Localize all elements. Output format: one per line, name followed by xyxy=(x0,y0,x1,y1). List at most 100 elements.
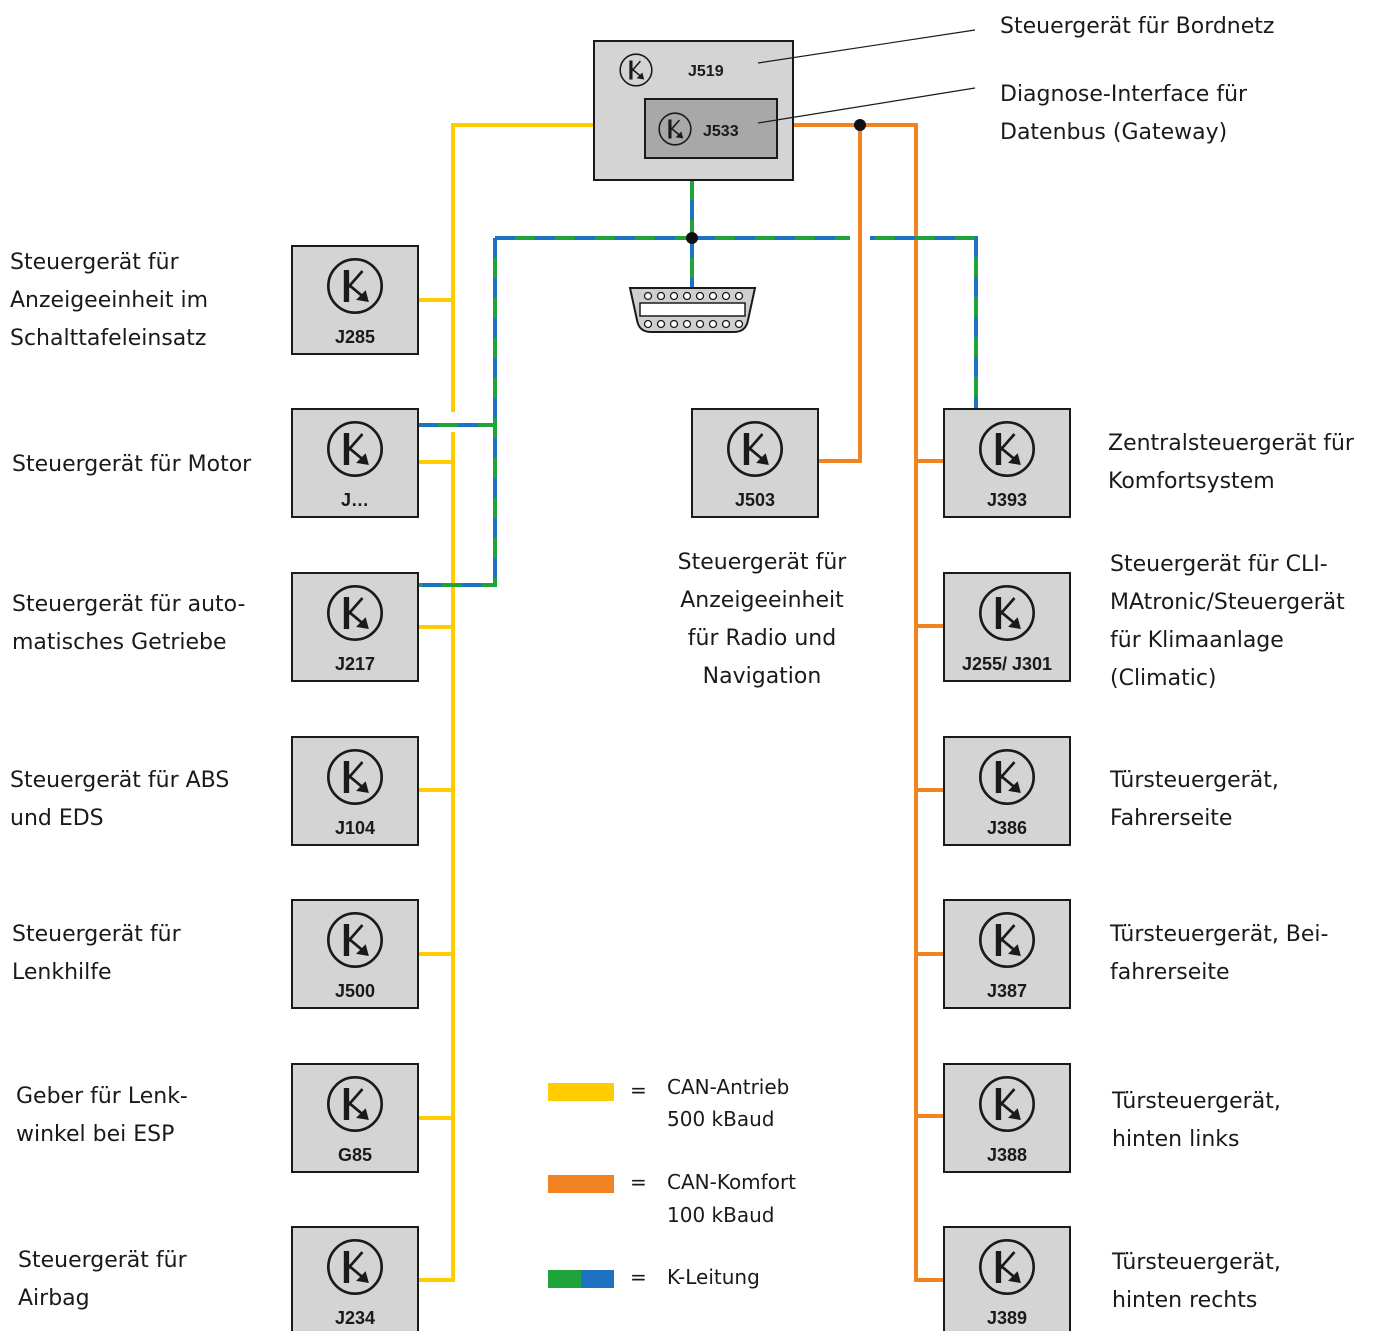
label-jmotor: Steuergerät für Motor xyxy=(12,446,251,484)
label-line: matisches Getriebe xyxy=(12,630,227,655)
k-leitung-bus-blue xyxy=(495,236,978,408)
label-line: Steuergerät für xyxy=(18,1248,187,1273)
unit-box xyxy=(291,899,419,1009)
unit-code: J387 xyxy=(987,981,1027,1001)
unit-box xyxy=(943,1063,1071,1173)
label-line: Steuergerät für ABS xyxy=(10,768,230,793)
label-line: Airbag xyxy=(18,1286,90,1311)
unit-code: J533 xyxy=(703,123,739,140)
label-line: Anzeigeeinheit xyxy=(680,588,844,613)
legend-label-k-leitung: K-Leitung xyxy=(667,1265,760,1289)
unit-j389: J389 xyxy=(943,1226,1071,1331)
unit-j388: J388 xyxy=(943,1063,1071,1173)
label-line: Türsteuergerät, xyxy=(1112,1250,1281,1275)
unit-box xyxy=(943,1226,1071,1331)
unit-box xyxy=(291,736,419,846)
label-line: Komfortsystem xyxy=(1108,469,1275,494)
legend-eq: = xyxy=(630,1265,647,1289)
unit-j393: J393 xyxy=(943,408,1071,518)
unit-j387: J387 xyxy=(943,899,1071,1009)
label-line: Türsteuergerät, Bei- xyxy=(1110,922,1329,947)
unit-box xyxy=(644,98,778,159)
can-antrieb-trunk-lower xyxy=(418,432,455,1282)
unit-code: J104 xyxy=(335,818,375,838)
label-line: Steuergerät für xyxy=(12,922,181,947)
label-line: Türsteuergerät, xyxy=(1112,1089,1281,1114)
label-line: hinten links xyxy=(1112,1127,1240,1152)
unit-code: J500 xyxy=(335,981,375,1001)
k-leitung-left-blue xyxy=(418,238,497,587)
unit-code: J217 xyxy=(335,654,375,674)
unit-code: J393 xyxy=(987,490,1027,510)
unit-box xyxy=(291,1226,419,1331)
label-line: Steuergerät für Bordnetz xyxy=(1000,14,1275,39)
legend-label-can-antrieb: CAN-Antrieb xyxy=(667,1075,790,1099)
label-line: und EDS xyxy=(10,806,104,831)
label-line: Steuergerät für CLI- xyxy=(1110,552,1328,577)
label-line: Geber für Lenk- xyxy=(16,1084,188,1109)
label-j217: Steuergerät für auto-matisches Getriebe xyxy=(12,586,246,662)
unit-box xyxy=(691,408,819,518)
label-line: Schalttafeleinsatz xyxy=(10,326,207,351)
leader-line-j519 xyxy=(757,29,976,64)
unit-code: J234 xyxy=(335,1308,375,1328)
unit-code: J389 xyxy=(987,1308,1027,1328)
unit-box xyxy=(291,572,419,682)
leader-line-j533 xyxy=(757,87,976,124)
unit-j285: J285 xyxy=(291,245,419,355)
unit-code: J519 xyxy=(688,63,724,80)
unit-code: J386 xyxy=(987,818,1027,838)
label-line: Navigation xyxy=(702,664,822,689)
unit-code: G85 xyxy=(338,1145,372,1165)
unit-code: J… xyxy=(341,490,369,510)
label-line: Zentralsteuergerät für xyxy=(1108,431,1354,456)
unit-j104: J104 xyxy=(291,736,419,846)
legend-label-can-antrieb-speed: 500 kBaud xyxy=(667,1107,775,1131)
legend-label-can-komfort: CAN-Komfort xyxy=(667,1170,797,1194)
label-line: (Climatic) xyxy=(1110,666,1217,691)
junction-dot-komfort xyxy=(854,119,866,131)
unit-j255: J255/ J301 xyxy=(943,572,1071,682)
unit-box xyxy=(291,1063,419,1173)
label-line: Steuergerät für Motor xyxy=(12,452,252,477)
unit-g85: G85 xyxy=(291,1063,419,1173)
unit-code: J255/ J301 xyxy=(962,654,1052,674)
bus-lines xyxy=(418,119,978,1282)
unit-code: J503 xyxy=(735,490,775,510)
label-line: Fahrerseite xyxy=(1110,806,1233,831)
label-line: fahrerseite xyxy=(1110,960,1230,985)
can-komfort-trunk xyxy=(778,123,944,1282)
label-j104: Steuergerät für ABS und EDS xyxy=(10,762,229,838)
unit-box xyxy=(943,899,1071,1009)
legend-label-can-komfort-speed: 100 kBaud xyxy=(667,1203,775,1227)
unit-code: J285 xyxy=(335,327,375,347)
label-line: Steuergerät für xyxy=(677,550,847,575)
label-j389: Türsteuergerät, hinten rechts xyxy=(1112,1244,1281,1320)
legend-swatch-can-komfort xyxy=(548,1175,614,1193)
legend-eq: = xyxy=(630,1170,647,1194)
label-j388: Türsteuergerät, hinten links xyxy=(1112,1083,1281,1159)
legend-swatch-can-antrieb xyxy=(548,1083,614,1101)
unit-j533: J533 xyxy=(644,98,778,159)
label-j387: Türsteuergerät, Bei-fahrerseite xyxy=(1110,916,1329,992)
label-line: Datenbus (Gateway) xyxy=(1000,120,1228,145)
unit-j386: J386 xyxy=(943,736,1071,846)
label-line: winkel bei ESP xyxy=(16,1122,175,1147)
legend-eq: = xyxy=(630,1078,647,1102)
legend-swatch-k-leitung xyxy=(548,1270,614,1288)
unit-code: J388 xyxy=(987,1145,1027,1165)
label-line: Steuergerät für xyxy=(10,250,179,275)
label-line: hinten rechts xyxy=(1112,1288,1258,1313)
label-line: Diagnose-Interface für xyxy=(1000,82,1248,107)
label-g85: Geber für Lenk-winkel bei ESP xyxy=(16,1078,188,1154)
unit-box xyxy=(943,736,1071,846)
unit-j500: J500 xyxy=(291,899,419,1009)
